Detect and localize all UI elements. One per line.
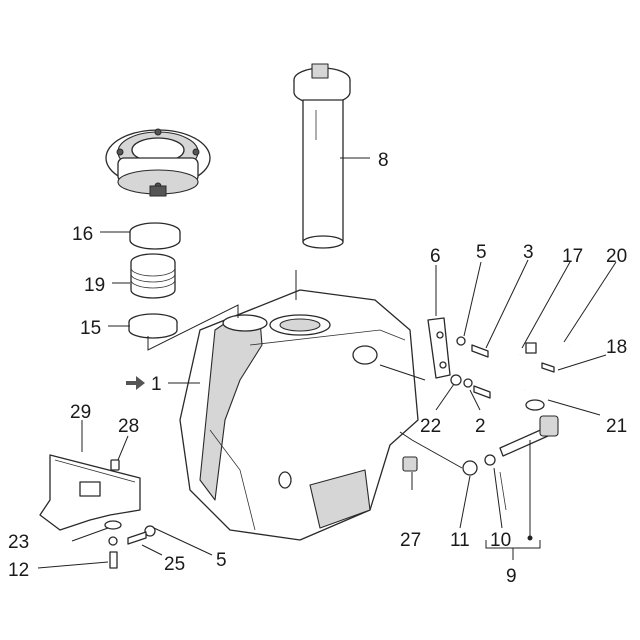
callout-5-upper: 5 — [476, 242, 487, 263]
callout-1: 1 — [151, 374, 162, 395]
callout-9: 9 — [506, 566, 517, 587]
bracket-fasteners — [104, 520, 156, 569]
callout-27: 27 — [400, 530, 421, 551]
callout-15: 15 — [80, 318, 101, 339]
callout-5-lower: 5 — [216, 550, 227, 571]
callout-17: 17 — [562, 246, 583, 267]
fuel-tap-assembly — [462, 399, 559, 511]
callout-3: 3 — [523, 242, 534, 263]
callout-20: 20 — [606, 246, 627, 267]
bracket-bolts — [450, 336, 491, 399]
fuel-level-sender — [293, 63, 351, 249]
callout-25: 25 — [164, 554, 185, 575]
callout-19: 19 — [84, 275, 105, 296]
retaining-clip — [402, 456, 418, 472]
callout-16: 16 — [72, 224, 93, 245]
callout-11: 11 — [450, 530, 470, 551]
callout-18: 18 — [606, 337, 627, 358]
callout-29: 29 — [70, 402, 91, 423]
filler-hose-sleeve — [130, 253, 176, 299]
callout-22: 22 — [420, 416, 441, 437]
hose-clamp-upper — [129, 222, 181, 250]
breather-hose — [508, 342, 571, 393]
fuel-tank — [179, 289, 419, 541]
callout-28: 28 — [118, 416, 139, 437]
callout-labels: 8 16 19 15 1 6 5 3 17 20 18 21 22 2 29 2… — [8, 150, 627, 587]
mounting-bracket — [39, 454, 141, 531]
callout-8: 8 — [378, 150, 389, 171]
callout-21: 21 — [606, 416, 627, 437]
callout-6: 6 — [430, 246, 441, 267]
bracket-screw-upper — [110, 459, 120, 471]
hose-clamp-lower — [128, 313, 178, 339]
right-arrow-icon — [126, 376, 145, 390]
filler-flange-assembly — [105, 128, 211, 197]
callout-12: 12 — [8, 560, 29, 581]
tank-side-bracket — [427, 317, 451, 379]
leader-lines — [37, 157, 617, 569]
callout-10: 10 — [490, 530, 511, 551]
callout-2: 2 — [475, 416, 486, 437]
callout-23: 23 — [8, 532, 29, 553]
